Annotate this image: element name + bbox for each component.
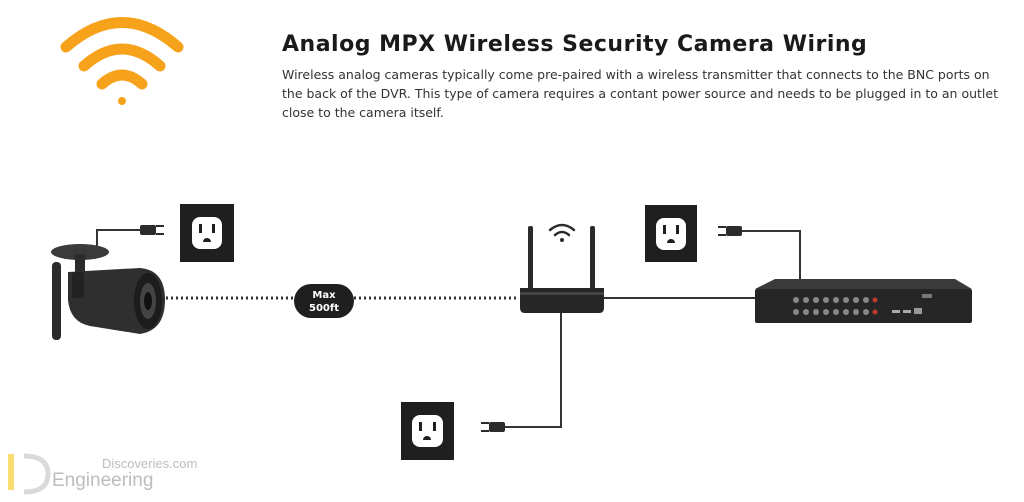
outlet-icon [401,402,454,460]
wireless-router-icon [520,226,604,313]
range-badge-line2: 500ft [309,303,339,314]
range-badge: Max 500ft [294,284,354,318]
outlet-icon [180,204,234,262]
wireless-camera-icon [51,244,165,340]
watermark-logo-icon [8,453,51,495]
wifi-logo-icon [60,17,184,105]
watermark-small-text: Discoveries.com [102,456,198,471]
outlet-icon [645,205,697,262]
dvr-icon [755,279,972,323]
plug-icon [481,422,505,432]
page-title: Analog MPX Wireless Security Camera Wiri… [282,32,868,57]
bnc-ports [793,297,869,315]
wifi-signal-icon [548,223,576,242]
page-description: Wireless analog cameras typically come p… [282,67,998,120]
plug-icon [140,225,164,235]
plug-icon [718,226,742,236]
watermark-big-text: Engineering [52,470,154,491]
power-wires [96,229,801,428]
range-badge-line1: Max [312,290,336,301]
